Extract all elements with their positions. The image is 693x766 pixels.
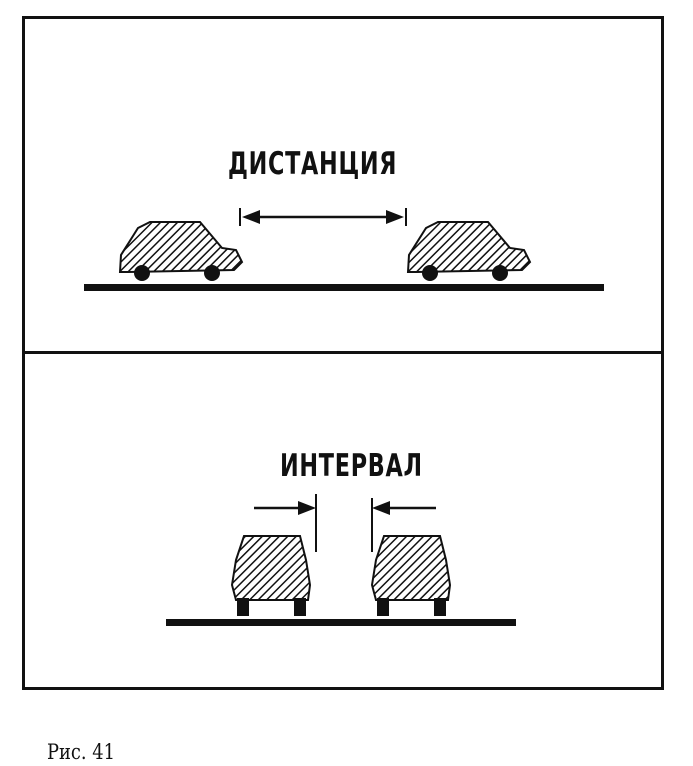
figure-caption: Рис. 41 [47, 740, 115, 764]
car-rear-left [230, 535, 312, 616]
distance-arrow [239, 208, 407, 226]
road-bottom [166, 619, 516, 626]
panel-divider [22, 351, 664, 354]
interval-label: ИНТЕРВАЛ [280, 448, 423, 484]
interval-arrow-left [254, 494, 317, 552]
distance-label: ДИСТАНЦИЯ [228, 146, 398, 182]
car-side-left [118, 221, 244, 281]
interval-arrow-right [371, 498, 436, 552]
road-top [84, 284, 604, 291]
car-rear-right [370, 535, 452, 616]
car-side-right [406, 221, 532, 281]
